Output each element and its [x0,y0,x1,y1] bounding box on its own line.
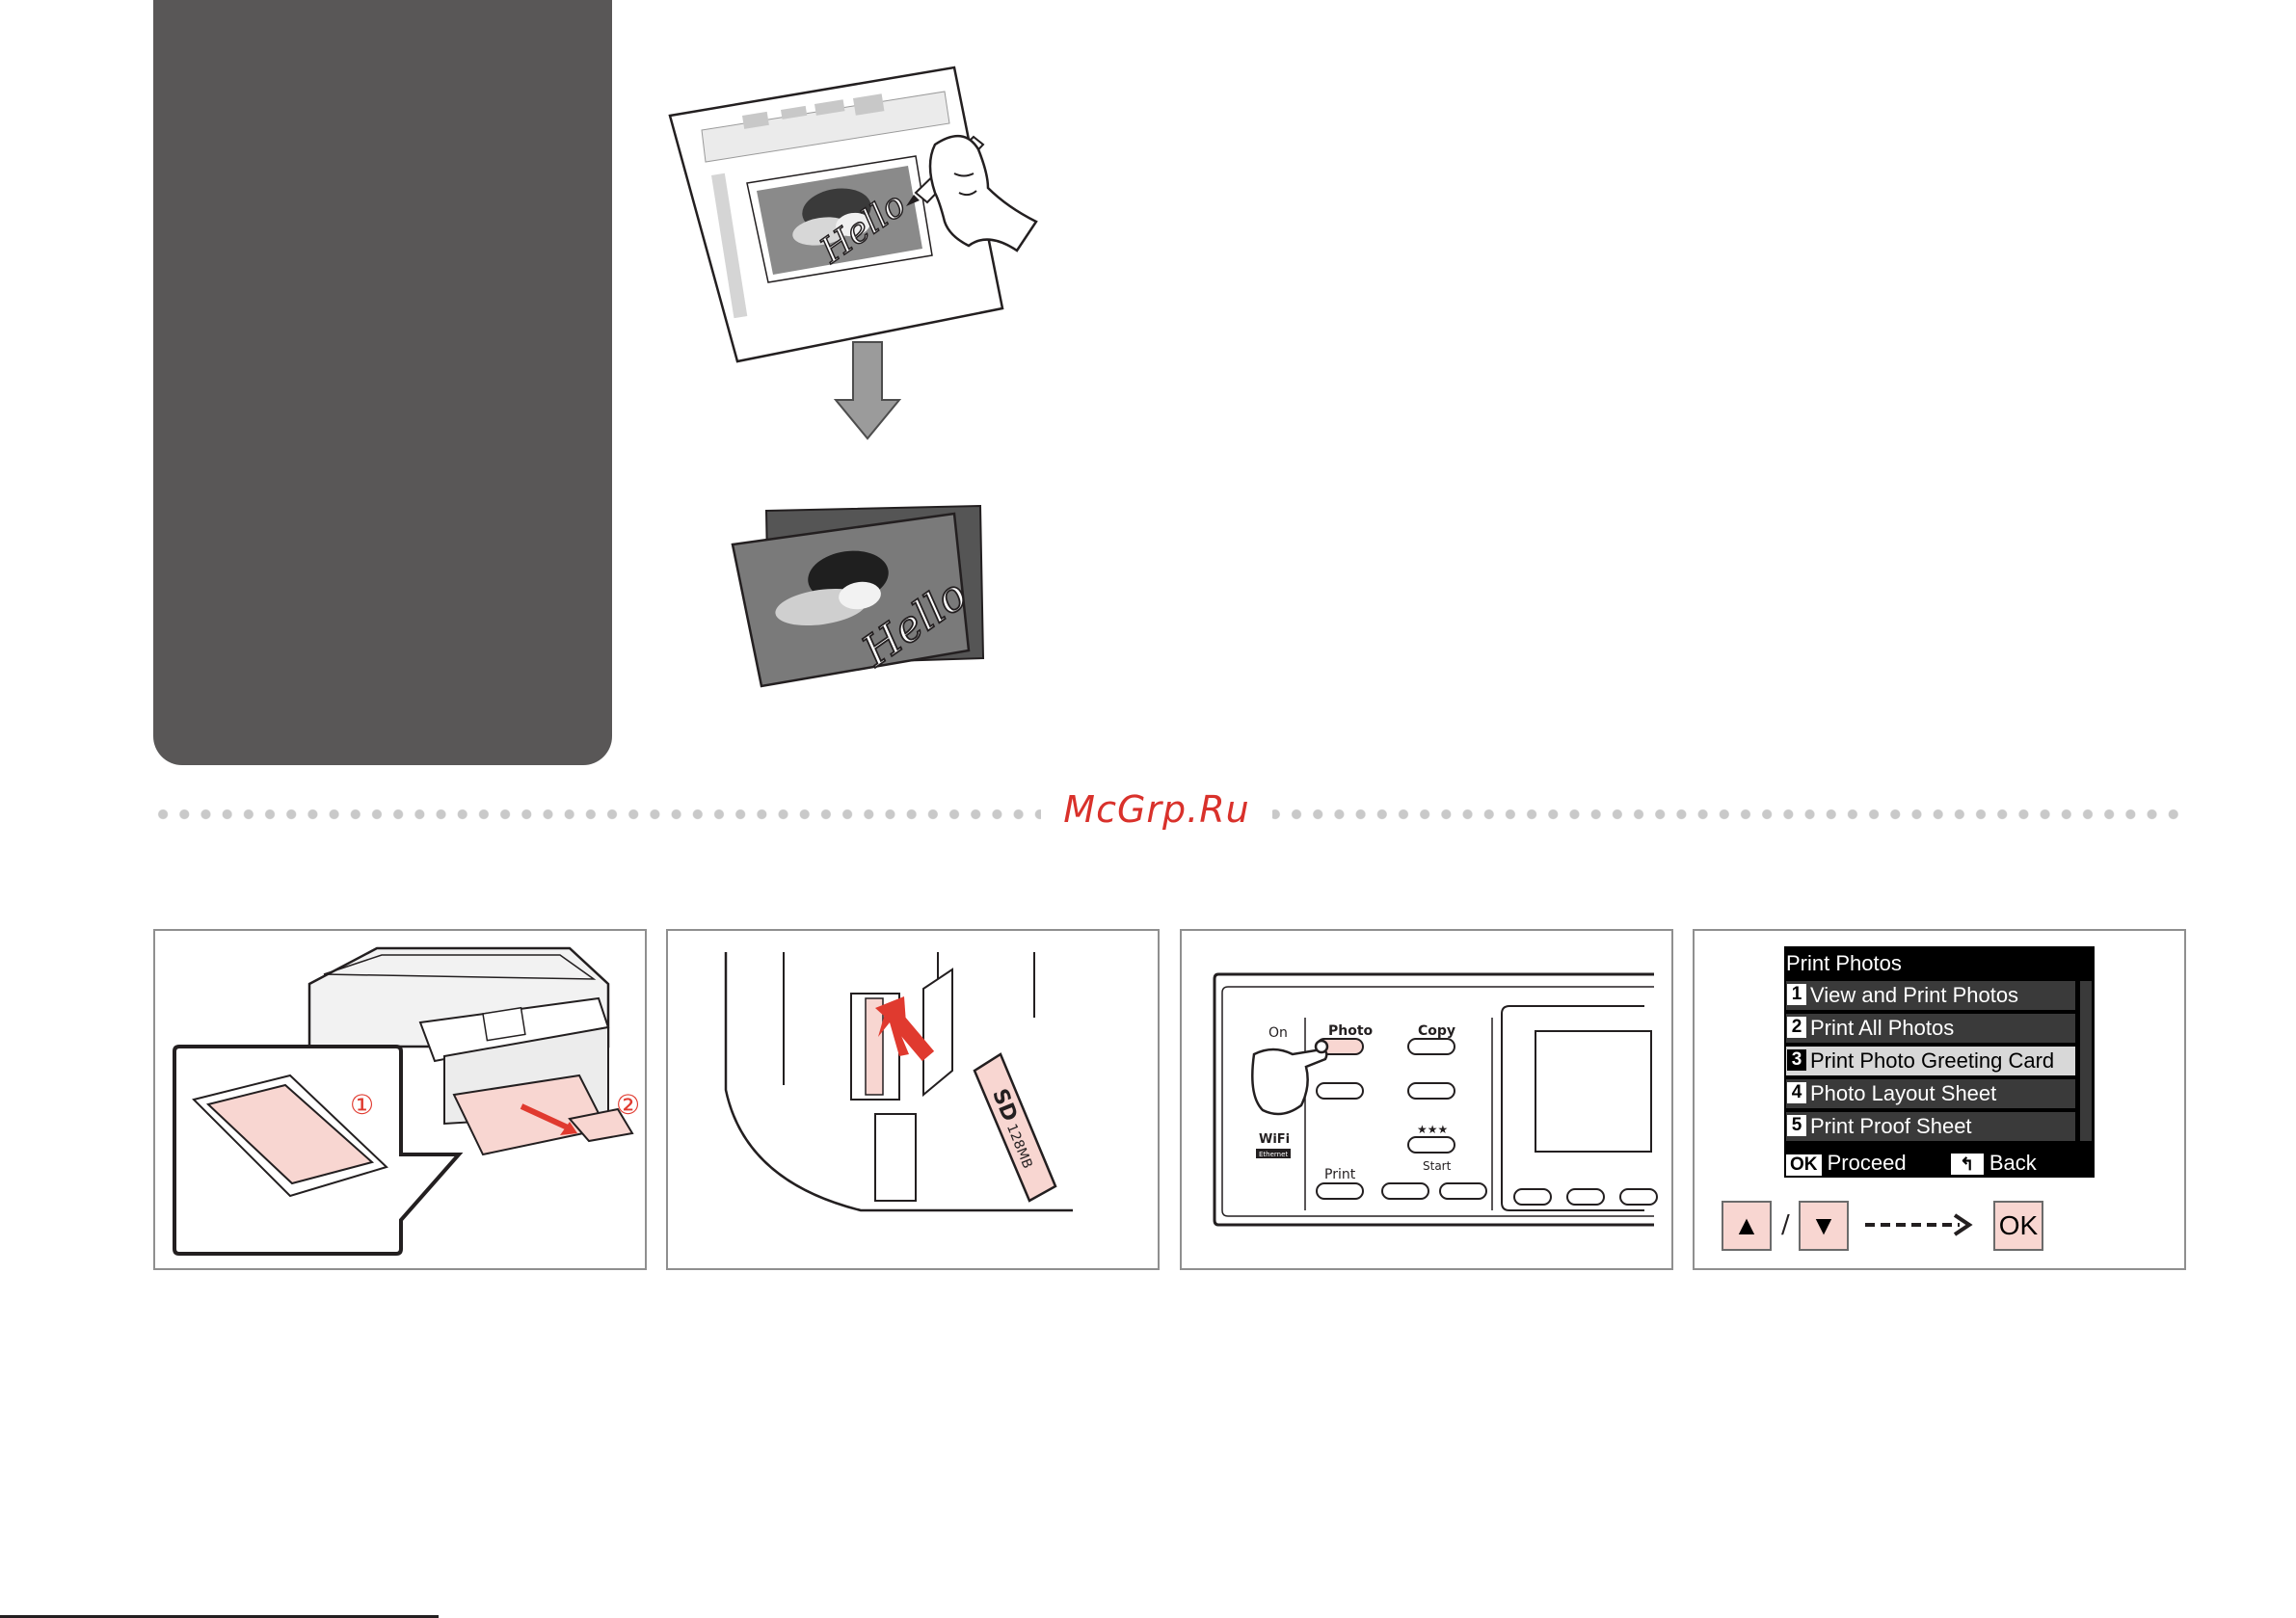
print-start-button[interactable] [1317,1183,1363,1199]
lcd-title: Print Photos [1786,950,1902,977]
ethernet-label: Ethernet [1259,1151,1288,1158]
greeting-card-illustration: Hello Hello [655,48,1099,703]
lcd-menu-label: Print Proof Sheet [1810,1114,1972,1138]
step-panel-insert-card: SD 128MB [666,929,1160,1270]
lcd-back-label: Back [1989,1151,2037,1175]
copy-mode-button[interactable] [1408,1083,1455,1099]
step-panel-load-paper: ② ① [153,929,647,1270]
help-button[interactable] [1620,1189,1657,1205]
print-label: Print [1324,1167,1356,1182]
lcd-ok-key: OK [1786,1154,1822,1176]
scan-button[interactable] [1317,1083,1363,1099]
start-bw-button[interactable] [1382,1183,1428,1199]
start-color-button[interactable] [1440,1183,1486,1199]
pressing-hand-icon [1252,1041,1327,1114]
down-key-button[interactable]: ▼ [1799,1201,1849,1251]
lcd-footer: OK Proceed ↰ Back [1786,1151,2037,1176]
watermark: McGrp.Ru [1041,785,1272,834]
menu-button[interactable] [1514,1189,1551,1205]
lcd-scrollbar[interactable] [2080,981,2092,1141]
ok-key-button[interactable]: OK [1993,1201,2043,1251]
lcd-menu-label: Print Photo Greeting Card [1810,1048,2054,1073]
stars-button[interactable] [1408,1137,1455,1153]
step-panel-control-panel: On Photo Copy ★★★ WiFi Ethernet Print St… [1180,929,1673,1270]
lcd-menu-label: Photo Layout Sheet [1810,1081,1996,1105]
key-separator: / [1781,1210,1790,1239]
wifi-label: WiFi [1259,1132,1290,1147]
setup-button[interactable] [1567,1189,1604,1205]
dashed-arrow-icon [1863,1210,1979,1239]
lcd-proceed-label: Proceed [1828,1151,1907,1175]
section-sidebar [153,0,612,765]
step-marker-2: ② [616,1089,640,1121]
lcd-menu-number: 5 [1787,1115,1806,1136]
start-label: Start [1423,1159,1452,1173]
stars-label: ★★★ [1417,1123,1448,1136]
lcd-menu-number: 3 [1787,1049,1806,1071]
down-arrow-icon [836,342,899,438]
step-marker-1: ① [350,1089,374,1121]
back-icon: ↰ [1951,1154,1984,1175]
lcd-menu-label: Print All Photos [1810,1016,1954,1040]
photo-label: Photo [1328,1023,1374,1039]
paper-tray-inset [174,1047,459,1254]
copy-label: Copy [1418,1023,1455,1039]
copy-button[interactable] [1408,1039,1455,1054]
on-label: On [1268,1025,1288,1041]
lcd-menu-number: 2 [1787,1017,1806,1038]
lcd-menu-number: 1 [1787,984,1806,1005]
lcd-menu-label: View and Print Photos [1810,983,2018,1007]
lcd-menu-number: 4 [1787,1082,1806,1103]
up-key-button[interactable]: ▲ [1722,1201,1772,1251]
